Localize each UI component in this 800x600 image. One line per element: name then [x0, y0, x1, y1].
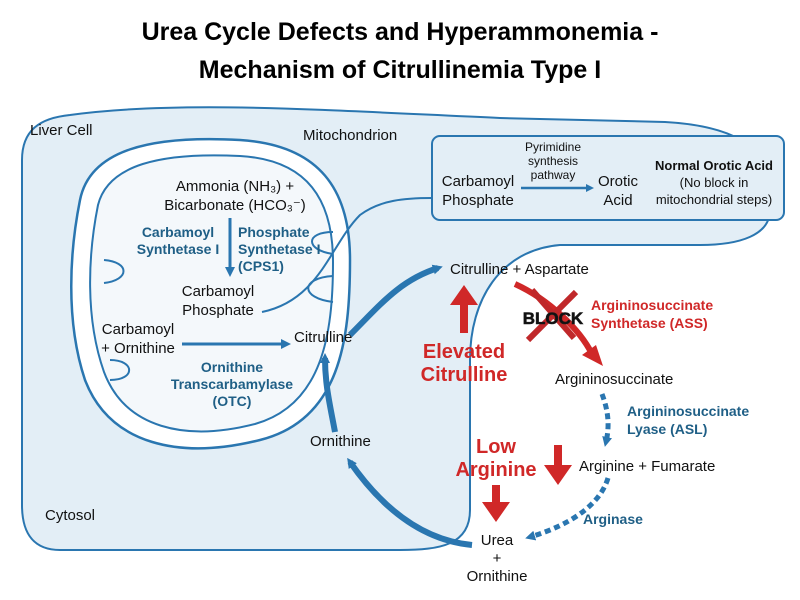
callout-connector: [261, 197, 433, 313]
carbamoyl-ornithine-label-2: + Ornithine: [101, 340, 175, 357]
pyrimidine-label-2: synthesis: [528, 154, 578, 168]
normal-orotic-label-1: Normal Orotic Acid: [655, 158, 773, 173]
block-label: BLOCK: [523, 309, 584, 328]
normal-orotic-label-2: (No block in: [680, 175, 749, 190]
ornithine-import-arrow: [320, 353, 338, 433]
elevated-citrulline-label-1: Elevated: [423, 341, 505, 363]
callout-cp-1: Carbamoyl: [442, 173, 515, 190]
arginase-label: Arginase: [583, 511, 643, 527]
carbamoyl-phosphate-label-2: Phosphate: [182, 302, 254, 319]
low-arginine-down-arrow-2: [482, 485, 510, 522]
asl-dashed-arrow: [599, 393, 613, 447]
elevated-up-arrow: [450, 285, 478, 333]
asl-label-1: Argininosuccinate: [627, 403, 749, 419]
otc-label-1: Ornithine: [201, 359, 263, 375]
citrulline-label: Citrulline: [294, 329, 352, 346]
otc-label-3: (OTC): [213, 393, 252, 409]
low-arginine-label-1: Low: [476, 436, 516, 458]
arginine-fumarate-label: Arginine + Fumarate: [579, 458, 715, 475]
block-x-2: [525, 289, 579, 343]
ass-label-2: Synthetase (ASS): [591, 315, 708, 331]
pyrimidine-label-3: pathway: [531, 168, 576, 182]
normal-orotic-label-3: mitochondrial steps): [656, 192, 772, 207]
asl-label-2: Lyase (ASL): [627, 421, 707, 437]
liver-cell-label: Liver Cell: [30, 122, 93, 139]
urea-to-ornithine-arrow: [347, 457, 473, 548]
ass-blocked-arrowhead: [582, 345, 603, 366]
low-arginine-down-arrow-1: [544, 445, 572, 485]
citrulline-export-arrow: [347, 264, 443, 338]
arginase-dashed-arrow: [525, 477, 611, 541]
cps1-label-a2: Synthetase I: [137, 241, 219, 257]
cps1-label-b1: Phosphate: [238, 224, 310, 240]
cytosol-label: Cytosol: [45, 507, 95, 524]
title-line-1: Urea Cycle Defects and Hyperammonemia -: [142, 18, 659, 46]
orotic-acid-label-2: Acid: [603, 192, 632, 209]
orotic-acid-label-1: Orotic: [598, 173, 639, 190]
cps1-label-a1: Carbamoyl: [142, 224, 214, 240]
urea-label-3: Ornithine: [467, 568, 528, 585]
ass-label-1: Argininosuccinate: [591, 297, 713, 313]
carbamoyl-phosphate-label-1: Carbamoyl: [182, 283, 255, 300]
pyrimidine-callout: [431, 135, 785, 221]
urea-label-2: +: [493, 550, 502, 567]
callout-cp-2: Phosphate: [442, 192, 514, 209]
citrulline-aspartate-label: Citrulline + Aspartate: [450, 261, 589, 278]
bicarbonate-label: Bicarbonate (HCO₃⁻): [164, 197, 306, 214]
urea-label-1: Urea: [481, 532, 514, 549]
argininosuccinate-label: Argininosuccinate: [555, 371, 673, 388]
mitochondrion-inner: [89, 154, 335, 433]
otc-label-2: Transcarbamylase: [171, 376, 293, 392]
ass-blocked-arrow: [513, 281, 595, 356]
cristae: [103, 231, 334, 381]
cps1-label-b2: Synthetase I: [238, 241, 320, 257]
title-line-2: Mechanism of Citrullinemia Type I: [199, 56, 601, 84]
cps1-label-b3: (CPS1): [238, 258, 284, 274]
elevated-citrulline-label-2: Citrulline: [421, 364, 508, 386]
ornithine-label: Ornithine: [310, 433, 371, 450]
ammonia-label: Ammonia (NH₃) +: [176, 178, 294, 195]
mitochondrion-label: Mitochondrion: [303, 127, 397, 144]
low-arginine-label-2: Arginine: [455, 459, 536, 481]
pyrimidine-label-1: Pyrimidine: [525, 140, 581, 154]
carbamoyl-ornithine-label-1: Carbamoyl: [102, 321, 175, 338]
